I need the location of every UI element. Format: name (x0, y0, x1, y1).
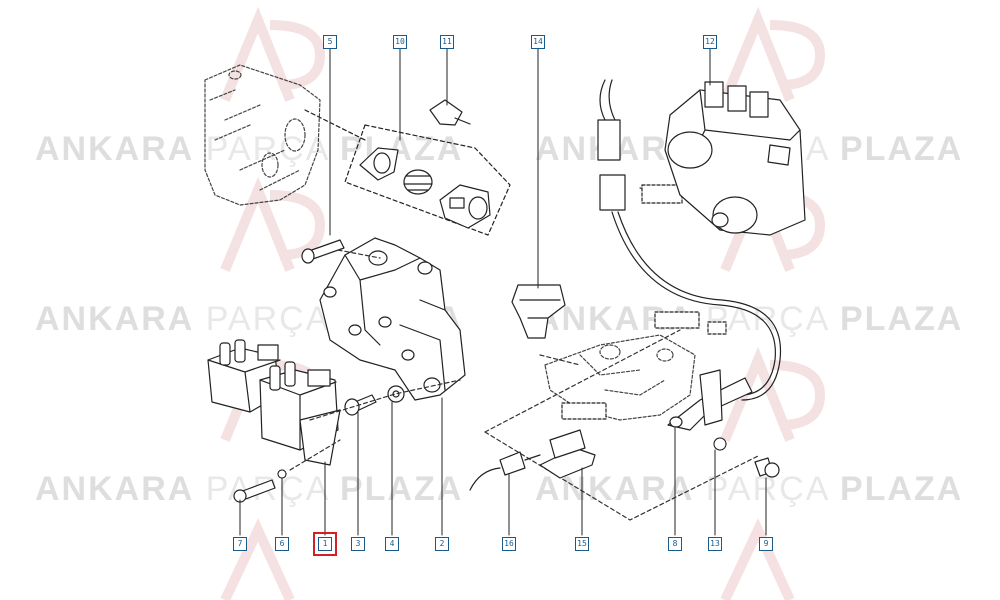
part-5-bolt (301, 239, 345, 264)
part-10-plug (403, 169, 433, 195)
part-15-sensor (539, 429, 596, 479)
callout-14[interactable]: 14 (531, 35, 545, 49)
label-box-b (654, 311, 700, 329)
part-7-bolt (233, 479, 276, 503)
callout-15[interactable]: 15 (575, 537, 589, 551)
engine-block (204, 64, 321, 206)
label-box-a (641, 184, 683, 204)
part-16-cable-sensor (469, 451, 541, 491)
callout-16[interactable]: 16 (502, 537, 516, 551)
leader-lines (239, 47, 767, 536)
callout-4[interactable]: 4 (385, 537, 399, 551)
sensor-group-outline (344, 124, 511, 236)
callout-7[interactable]: 7 (233, 537, 247, 551)
label-box-c (707, 321, 727, 335)
part-2-bracket (319, 237, 466, 401)
part-11-sensor (429, 99, 471, 126)
part-14-clamp (511, 284, 566, 339)
callout-13[interactable]: 13 (708, 537, 722, 551)
callout-3[interactable]: 3 (351, 537, 365, 551)
callout-6[interactable]: 6 (275, 537, 289, 551)
transmission-housing (544, 334, 696, 421)
part-10-flange (359, 147, 399, 181)
callout-2[interactable]: 2 (435, 537, 449, 551)
part-11-connector (439, 184, 491, 229)
part-1-ignition-coils (207, 339, 341, 466)
callout-9[interactable]: 9 (759, 537, 773, 551)
part-13-washer (713, 437, 727, 451)
part-12-actuator (664, 81, 806, 236)
part-9-bolt (754, 457, 780, 478)
callout-8[interactable]: 8 (668, 537, 682, 551)
callout-1-selected[interactable]: 1 (313, 532, 337, 556)
part-6-washer (277, 469, 287, 479)
cable-harness (597, 79, 782, 401)
label-box-d (561, 402, 607, 420)
callout-10[interactable]: 10 (393, 35, 407, 49)
callout-11[interactable]: 11 (440, 35, 454, 49)
callout-5[interactable]: 5 (323, 35, 337, 49)
part-8-sensor (667, 369, 753, 431)
callout-12[interactable]: 12 (703, 35, 717, 49)
